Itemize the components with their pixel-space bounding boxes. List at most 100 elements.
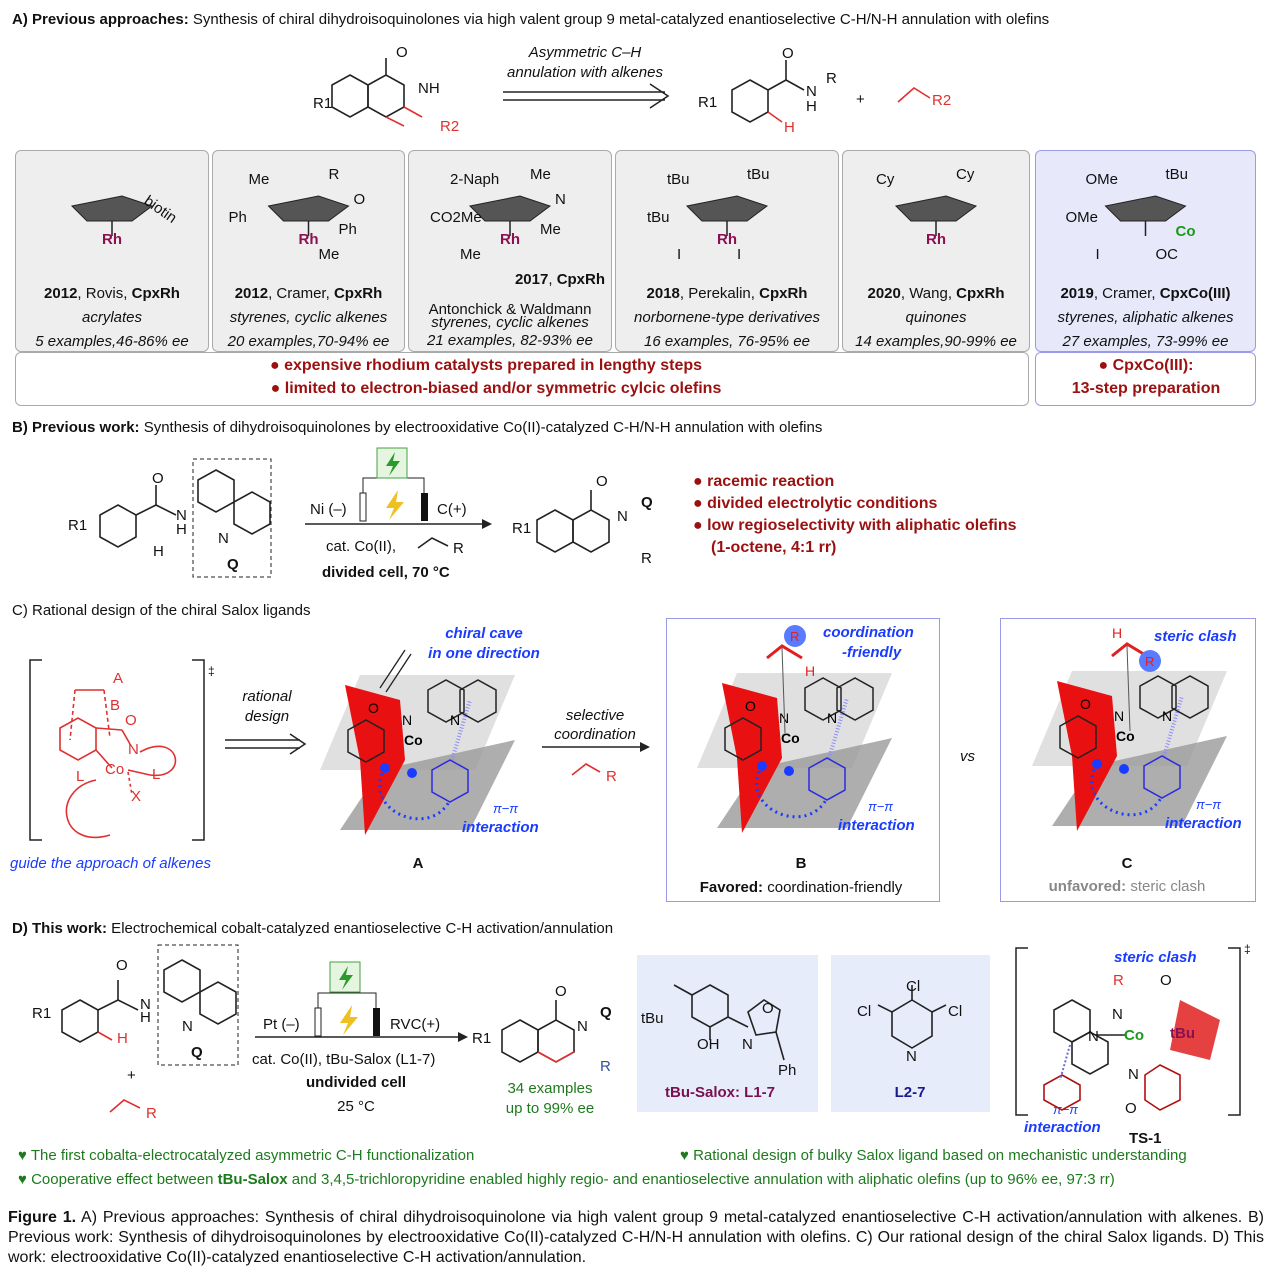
lower-plane bbox=[340, 740, 515, 830]
drawback-1: ● expensive rhodium catalysts prepared i… bbox=[269, 357, 703, 374]
catalyst-author: , Wang, bbox=[900, 285, 957, 302]
structure-label: Me bbox=[248, 171, 270, 188]
interaction-label: interaction bbox=[1024, 1119, 1101, 1136]
catalyst-year: 2012 bbox=[234, 285, 269, 302]
r1-label: R1 bbox=[512, 520, 532, 537]
atom-o: O bbox=[116, 957, 128, 974]
salox-box bbox=[637, 955, 818, 1112]
atom-h: H bbox=[176, 521, 187, 538]
model-c-label: C bbox=[1121, 855, 1133, 872]
drawback-text: expensive rhodium catalysts prepared in … bbox=[284, 357, 703, 374]
catalyst-examples: 16 examples, 76-95% ee bbox=[644, 333, 810, 350]
cl-label: Cl bbox=[857, 1003, 872, 1020]
atom-o: O bbox=[762, 1000, 774, 1017]
r1-label: R1 bbox=[698, 94, 718, 111]
catalyst-year: 2019 bbox=[1060, 285, 1094, 302]
condition-catalyst: cat. Co(II), tBu-Salox (L1-7) bbox=[252, 1051, 436, 1068]
unfavored-bold: unfavored: bbox=[1048, 878, 1127, 895]
catalyst-citation: 2019, Cramer, CpxCo(III) bbox=[1060, 285, 1230, 303]
atom-n: N bbox=[806, 83, 817, 100]
ph-label: Ph bbox=[778, 1062, 797, 1079]
structure-label: tBu bbox=[667, 171, 690, 188]
structure-label: Me bbox=[460, 246, 481, 263]
catalyst-examples: 5 examples,46-86% ee bbox=[35, 333, 189, 350]
catalyst-examples: 27 examples, 73-99% ee bbox=[1062, 333, 1229, 350]
atom-o: O bbox=[1160, 972, 1172, 989]
structure-label: tBu bbox=[647, 209, 670, 226]
pi-label: π−π bbox=[868, 799, 894, 814]
guide-text: guide the approach of alkenes bbox=[10, 855, 211, 872]
o-atom: O bbox=[368, 700, 379, 716]
model-b-label: B bbox=[795, 855, 807, 872]
co-atom: Co bbox=[1116, 728, 1135, 744]
structure-label: R bbox=[328, 166, 340, 183]
bullet-text: The first cobalta-electrocatalyzed asymm… bbox=[30, 1147, 475, 1164]
approach-arrow bbox=[379, 649, 406, 689]
pyridine-ring bbox=[459, 679, 497, 723]
catalyst-structure bbox=[468, 195, 552, 236]
bullet-bold: tBu-Salox bbox=[217, 1171, 288, 1188]
caption-text: A) Previous approaches: Synthesis of chi… bbox=[8, 1209, 1264, 1266]
structure-label: Ph bbox=[338, 221, 357, 238]
arrow-label: coordination bbox=[554, 726, 636, 743]
r-label: R bbox=[790, 629, 799, 644]
co-drawback-2: 13-step preparation bbox=[1071, 380, 1221, 397]
catalyst-scope: norbornene-type derivatives bbox=[634, 309, 820, 326]
atom-n: N bbox=[742, 1036, 753, 1053]
catalyst-examples: 20 examples,70-94% ee bbox=[227, 333, 390, 350]
cathode-label: Pt (–) bbox=[263, 1016, 300, 1033]
atom-o: O bbox=[396, 44, 408, 61]
atom-nh: NH bbox=[418, 80, 440, 97]
coordination-line bbox=[1126, 645, 1131, 732]
catalyst-citation: 2018, Perekalin, CpxRh bbox=[647, 285, 808, 303]
catalyst-examples: 21 examples, 82-93% ee bbox=[427, 332, 593, 349]
catalyst-scope: acrylates bbox=[81, 309, 143, 326]
interaction-label: interaction bbox=[838, 817, 915, 834]
r-label: R bbox=[1145, 654, 1154, 669]
structure-label: Me bbox=[540, 221, 561, 238]
quinoline-ring bbox=[804, 677, 842, 721]
chiral-cave-label: chiral cave bbox=[445, 625, 523, 642]
blue-dot bbox=[1119, 764, 1129, 774]
pyridine-label: L2-7 bbox=[894, 1084, 926, 1101]
o-atom: O bbox=[1080, 696, 1091, 712]
atom-o: O bbox=[555, 983, 567, 1000]
r1-label: R1 bbox=[32, 1005, 52, 1022]
d-bullet-2: ♥ Rational design of bulky Salox ligand … bbox=[680, 1147, 1187, 1164]
condition-catalyst: cat. Co(II), bbox=[326, 538, 397, 555]
d-product bbox=[501, 1000, 575, 1063]
ligand-x: X bbox=[131, 788, 142, 805]
catalyst-box: 2012, Rovis, CpxRh acrylates 5 examples,… bbox=[15, 150, 209, 352]
catalyst-box: 2019, Cramer, CpxCo(III) styrenes, aliph… bbox=[1035, 150, 1256, 352]
atom-h: H bbox=[117, 1030, 128, 1047]
blue-dot bbox=[784, 766, 794, 776]
catalyst-box: 2018, Perekalin, CpxRh norbornene-type d… bbox=[615, 150, 839, 352]
figure-caption: Figure 1. A) Previous approaches: Synthe… bbox=[8, 1208, 1264, 1268]
atom-n: N bbox=[1088, 1028, 1099, 1045]
favored-text: coordination-friendly bbox=[763, 879, 903, 896]
header-text: Synthesis of dihydroisoquinolones by ele… bbox=[139, 419, 823, 436]
examples-count: 34 examples bbox=[507, 1080, 593, 1097]
d-reaction-arrow bbox=[255, 961, 468, 1042]
r-label: R bbox=[641, 550, 652, 567]
atom-n: N bbox=[1128, 1066, 1139, 1083]
catalyst-year: 2017 bbox=[514, 271, 549, 288]
catalyst-year: 2020 bbox=[867, 285, 901, 302]
quinoline-ring bbox=[427, 679, 465, 723]
catalyst-author: , Perekalin, bbox=[679, 285, 760, 302]
structure-label: Ph bbox=[228, 209, 247, 226]
d-bullet-1: ♥ The first cobalta-electrocatalyzed asy… bbox=[18, 1147, 475, 1164]
pyridine-ring bbox=[836, 677, 874, 721]
r-label: R bbox=[453, 540, 464, 557]
catalyst-type: CpxRh bbox=[131, 285, 180, 302]
catalyst-citation: 2012, Rovis, CpxRh bbox=[44, 285, 180, 303]
h-label: H bbox=[1112, 625, 1122, 641]
n-atom: N bbox=[1162, 708, 1172, 724]
b-bullet-4: (1-octene, 4:1 rr) bbox=[711, 539, 837, 556]
atom-o: O bbox=[125, 712, 137, 729]
cl-label: Cl bbox=[948, 1003, 963, 1020]
q-label: Q bbox=[600, 1004, 612, 1021]
b-bullet-1: ● racemic reaction bbox=[693, 473, 835, 490]
